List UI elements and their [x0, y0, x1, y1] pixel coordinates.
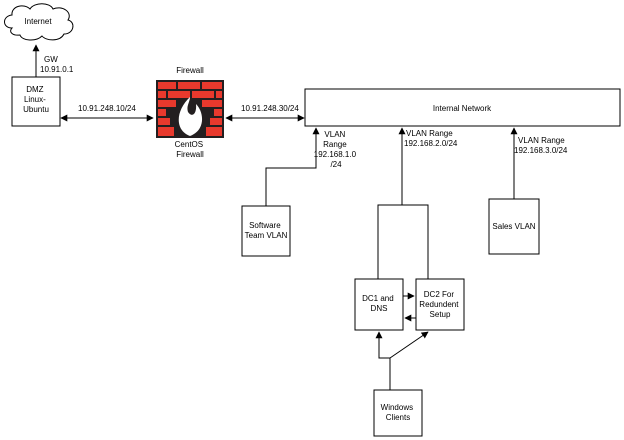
- sales-vlan-label: Sales VLAN: [492, 222, 535, 231]
- software-range-label: VLAN Range 192.168.1.0 /24: [314, 130, 359, 169]
- software-vlan-label: Software Team VLAN: [245, 221, 288, 240]
- windows-clients-node: Windows Clients: [373, 389, 423, 437]
- windows-clients-label: Windows Clients: [381, 403, 416, 422]
- dc1-label: DC1 and DNS: [362, 294, 396, 313]
- sales-range-label: VLAN Range 192.168.3.0/24: [514, 136, 568, 155]
- internal-network-node: Internal Network: [304, 88, 621, 127]
- dc-range-label: VLAN Range 192.168.2.0/24: [404, 129, 458, 148]
- edge-clients-dc1: [375, 331, 391, 390]
- firewall-caption: CentOS Firewall: [175, 140, 206, 159]
- internet-label: Internet: [24, 17, 52, 26]
- firewall-internal-label: 10.91.248.30/24: [241, 104, 299, 113]
- gw-label: GW 10.91.0.1: [40, 55, 74, 74]
- dmz-node: DMZ Linux- Ubuntu: [11, 76, 61, 127]
- internet-node: Internet: [4, 3, 74, 41]
- firewall-title: Firewall: [176, 66, 204, 75]
- dmz-label: DMZ Linux- Ubuntu: [23, 85, 49, 114]
- edge-clients-dc2: [389, 331, 429, 359]
- cloud-icon: [4, 3, 74, 41]
- dc2-label: DC2 For Redundent Setup: [419, 290, 460, 319]
- edge-software-internal: [265, 127, 320, 206]
- internal-network-label: Internal Network: [433, 104, 492, 113]
- firewall-brick-icon: [156, 80, 224, 138]
- dc1-node: DC1 and DNS: [354, 278, 404, 331]
- firewall-node: Firewall CentOS Firewall: [156, 66, 224, 159]
- sales-vlan-node: Sales VLAN: [488, 198, 540, 255]
- software-vlan-node: Software Team VLAN: [241, 205, 291, 257]
- dmz-firewall-label: 10.91.248.10/24: [78, 104, 136, 113]
- edge-dc-bracket: [377, 204, 429, 279]
- dc2-node: DC2 For Redundent Setup: [415, 278, 465, 331]
